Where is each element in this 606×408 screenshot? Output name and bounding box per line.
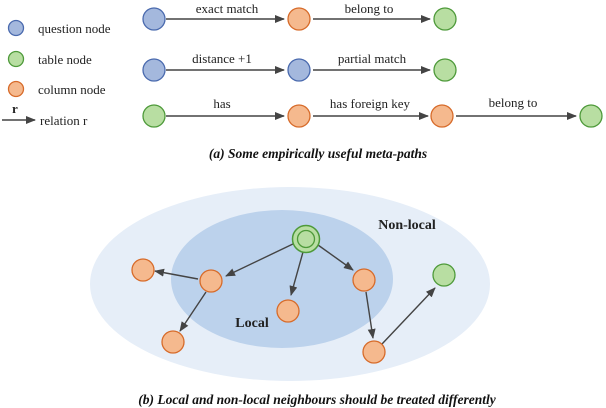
column-node [161,330,185,354]
table-node [142,104,166,128]
local-label: Local [235,316,269,331]
graph-edge [381,287,436,345]
column-node [287,104,311,128]
column-node [276,299,300,323]
table-node [433,58,457,82]
meta-path-3-edge-1-label: has [213,96,230,111]
legend-table-icon [7,50,25,68]
legend-relation-symbol: r [12,101,18,116]
graph-edge [289,251,304,296]
question-node [142,7,166,31]
table-node [432,263,456,287]
graph-edge [225,242,296,277]
meta-path-2-edge-1-label: distance +1 [192,51,252,66]
table-node [433,7,457,31]
column-node [131,258,155,282]
non-local-label: Non-local [378,218,436,233]
column-node [362,340,386,364]
legend-table-label: table node [38,52,92,67]
meta-path-3: has has foreign key belong to [142,95,603,128]
column-node [352,268,376,292]
meta-path-2: distance +1 partial match [142,51,457,82]
meta-path-3-edge-3-label: belong to [489,95,538,110]
center-table-node [296,229,316,249]
graph-edge [317,244,354,271]
column-node [199,269,223,293]
meta-path-1-edge-2-label: belong to [345,1,394,16]
legend-question-label: question node [38,21,111,36]
legend-question-icon [7,19,25,37]
table-node [579,104,603,128]
legend-column-icon [7,80,25,98]
graph-edge [154,268,199,280]
column-node [430,104,454,128]
legend-relation-label: relation r [40,113,88,128]
question-node [142,58,166,82]
column-node [287,7,311,31]
legend: question node table node column node r r… [2,19,111,128]
meta-path-2-edge-2-label: partial match [338,51,407,66]
caption-b: (b) Local and non-local neighbours shoul… [138,392,497,407]
legend-column-label: column node [38,82,106,97]
graph-edge [179,291,207,332]
caption-a: (a) Some empirically useful meta-paths [209,146,427,161]
neighbourhood-diagram: Non-local Local [90,187,490,381]
question-node [287,58,311,82]
local-region [171,210,393,348]
graph-edge [365,291,376,339]
meta-path-3-edge-2-label: has foreign key [330,96,411,111]
meta-path-1-edge-1-label: exact match [196,1,259,16]
meta-path-1: exact match belong to [142,1,457,31]
